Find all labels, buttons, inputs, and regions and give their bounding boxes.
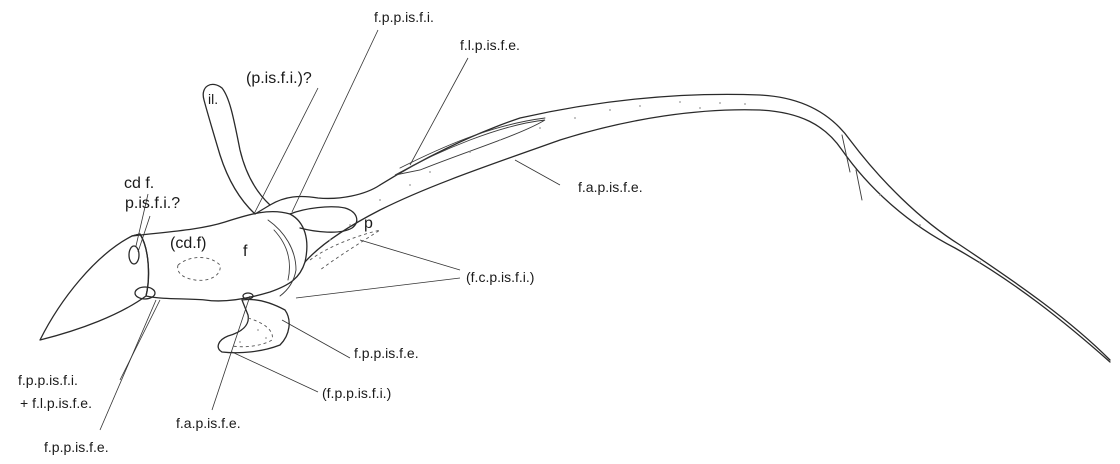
leader-left (120, 300, 160, 380)
acetabular-rim (268, 220, 296, 296)
label-f-c-p-is-f-i: (f.c.p.is.f.i.) (466, 269, 534, 285)
label-f-a-p-is-f-e-low: f.a.p.is.f.e. (176, 415, 241, 431)
label-plus-f-l-p-is-f-e: + f.l.p.is.f.e. (20, 395, 92, 411)
label-f: f (243, 243, 248, 260)
acetabular-rim-inner (274, 230, 289, 280)
pubic-neck (270, 185, 380, 205)
foramen-upper (129, 246, 139, 264)
leader-f-l-p-is-f-e (410, 58, 468, 165)
distal-pubis-mark (842, 135, 862, 200)
label-f-p-p-is-f-i-left: f.p.p.is.f.i. (18, 372, 78, 388)
leader-f-p-p-is-f-e-mid (282, 320, 350, 358)
label-f-a-p-is-f-e-right: f.a.p.is.f.e. (578, 179, 643, 195)
label-p-is-f-i-paren: (p.is.f.i.)? (246, 70, 312, 87)
leader-f-c-1 (360, 240, 460, 270)
ischium-blade (40, 234, 148, 340)
stippling (239, 101, 981, 343)
ventral-process (218, 299, 289, 352)
dashed-cd-region (178, 258, 221, 281)
label-f-p-p-is-f-e-bottom: f.p.p.is.f.e. (44, 439, 109, 455)
label-cd-f: cd f. (124, 175, 154, 192)
label-f-p-p-is-f-i-paren-low: (f.p.p.is.f.i.) (322, 385, 391, 401)
pubis-rod-lower (305, 110, 1110, 362)
leader-p-is-f-i-paren (254, 88, 318, 214)
label-f-p-p-is-f-i-top: f.p.p.is.f.i. (374, 9, 434, 25)
label-f-p-p-is-f-e-mid: f.p.p.is.f.e. (354, 345, 419, 361)
label-f-l-p-is-f-e: f.l.p.is.f.e. (460, 37, 520, 53)
label-cd-f-paren: (cd.f) (170, 235, 206, 252)
acetabular-body (132, 212, 307, 301)
label-il: il. (208, 91, 218, 107)
leader-paren-low (232, 352, 318, 392)
label-p: p (364, 215, 373, 232)
leader-f-a-p-is-f-e-right (515, 160, 560, 185)
leader-f-c-2 (296, 278, 460, 298)
leader-bottom (100, 300, 156, 430)
pubis-inner-bar (395, 120, 545, 175)
dashed-pubic-region (310, 230, 380, 270)
leader-lines (100, 30, 560, 430)
label-p-is-f-i-q: p.is.f.i.? (125, 195, 180, 212)
pubis-rod-upper (380, 94, 1110, 360)
leader-f-p-p-is-f-i-top (292, 30, 378, 212)
